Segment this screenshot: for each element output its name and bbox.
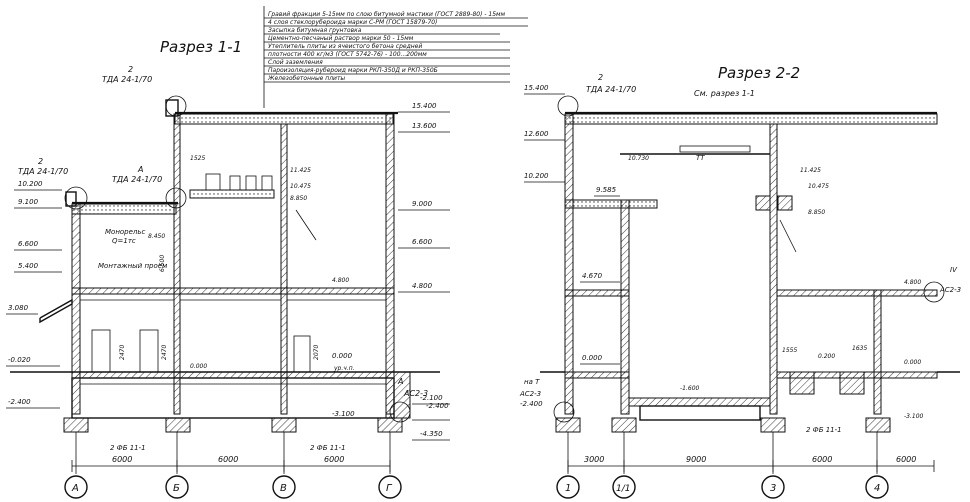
s1-level-right-2: 13.600: [412, 122, 437, 130]
s1-door-2: 2470: [161, 345, 168, 360]
s2-node-right-mark: IV: [950, 266, 958, 274]
s2-level-left-3: 10.200: [524, 172, 549, 180]
s1-level-left-5: 3.080: [8, 304, 29, 312]
s2-level-left-4: 9.585: [596, 186, 617, 194]
roof-layer-6: плотности 400 кг/м3 (ГОСТ 5742-76) - 100…: [268, 51, 427, 58]
s1-door-3: 2070: [313, 345, 320, 360]
s1-node: А: [397, 377, 403, 386]
s2-dim-2: 9000: [686, 455, 706, 464]
s2-axis-3: 3: [770, 483, 776, 494]
s1-opening: Монтажный проем: [98, 262, 168, 270]
s2-footing-1: 2 ФБ 11-1: [806, 426, 842, 434]
roof-layer-3: Засыпка битумная грунтовка: [268, 27, 362, 34]
s1-mark-8450: 8.450: [148, 233, 165, 240]
s1-axis-b: Б: [173, 483, 180, 494]
s1-level-left-1: 10.200: [18, 180, 43, 188]
s2-mark-1555: 1555: [782, 347, 797, 354]
s2-level-left-5: 4.670: [582, 272, 603, 280]
s1-level-left-4: 5.400: [18, 262, 39, 270]
section-2-drawing: [524, 93, 960, 499]
s2-level-right-6: 0.000: [904, 359, 921, 366]
s1-monorail: Монорельс: [105, 228, 146, 236]
s1-dim-2: 6000: [218, 455, 238, 464]
roof-layer-8: Пароизоляция-рубероид марки РКП-350Д и Р…: [268, 67, 438, 74]
s2-dim-4: 6000: [896, 455, 916, 464]
s2-dim-1: 3000: [584, 455, 604, 464]
section-1-drawing: [6, 95, 450, 499]
s2-axis-1-1: 1/1: [616, 484, 630, 494]
s1-level-right-3: 9.000: [412, 200, 433, 208]
s1-level-right-7: -2.100: [420, 394, 443, 402]
s2-node-left-mark: на Т: [524, 378, 540, 386]
s2-level-right-7: -1.600: [680, 385, 700, 392]
s1-roof-note-code: ТДА 24-1/70: [102, 75, 152, 84]
section-1-title: Разрез 1-1: [160, 38, 242, 56]
s2-roof-note-code: ТДА 24-1/70: [586, 85, 636, 94]
s1-door-1: 2470: [119, 345, 126, 360]
s2-dim-3: 6000: [812, 455, 832, 464]
s2-mark-1635: 1635: [852, 345, 867, 352]
s2-level-left-2: 12.600: [524, 130, 549, 138]
s1-mark-0000: 0.000: [190, 363, 207, 370]
s2-level-right-1: 11.425: [800, 167, 821, 174]
s2-node-left-code: АС2-3: [519, 390, 541, 398]
s1-axis-a: А: [71, 483, 79, 494]
s2-level-right-5: 0.200: [818, 353, 835, 360]
s1-mark-11425: 11.425: [290, 167, 311, 174]
s1-footing-1: 2 ФБ 11-1: [110, 444, 146, 452]
s1-axis-v: В: [280, 483, 287, 494]
roof-layer-5: Утеплитель плиты из ячеистого бетона сре…: [268, 43, 422, 50]
s1-mark-floor: ур.ч.п.: [333, 365, 355, 372]
s1-mark-8850: 8.850: [290, 195, 307, 202]
s2-mark-10730: 10.730: [628, 155, 649, 162]
roof-layer-7: Слой заземления: [268, 59, 323, 66]
section-2-title: Разрез 2-2: [718, 64, 800, 82]
s1-mark-10475: 10.475: [290, 183, 311, 190]
s1-level-left-6: -0.020: [8, 356, 31, 364]
s1-level-left-2: 9.100: [18, 198, 39, 206]
s1-level-right-10: -4.350: [420, 430, 443, 438]
s1-monorail-load: Q=1тс: [112, 237, 136, 245]
s1-roof-note-mark: 2: [128, 65, 133, 74]
s1-level-right-9: -3.100: [332, 410, 355, 418]
s2-level-right-4: 4.800: [904, 279, 921, 286]
s1-level-right-6: 0.000: [332, 352, 353, 360]
s2-level-left-7: -2.400: [520, 400, 543, 408]
s1-level-right-8: -2.400: [426, 402, 449, 410]
s1-footing-2: 2 ФБ 11-1: [310, 444, 346, 452]
s1-level-left-7: -2.400: [8, 398, 31, 406]
s1-mid-note-mark: А: [137, 165, 143, 174]
roof-layer-4: Цементно-песчаный раствор марки 50 - 15м…: [268, 35, 414, 42]
s2-roof-ref: См. разрез 1-1: [694, 89, 755, 98]
roof-layer-2: 4 слоя стеклорубероида марки С-РМ (ГОСТ …: [268, 19, 437, 26]
s1-dim-1: 6000: [112, 455, 132, 464]
s1-level-right-5: 4.800: [412, 282, 433, 290]
s2-node-right-code: АС2-3: [939, 286, 961, 294]
s2-level-right-3: 8.850: [808, 209, 825, 216]
s1-level-right-1: 15.400: [412, 102, 437, 110]
s2-roof-note-mark: 2: [598, 73, 603, 82]
s1-level-right-4: 6.600: [412, 238, 433, 246]
s1-dim-3: 6000: [324, 455, 344, 464]
s2-level-left-6: 0.000: [582, 354, 603, 362]
s1-mark-6500: 6.500: [159, 255, 166, 272]
s1-left-note-mark: 2: [38, 157, 43, 166]
s1-axis-g: Г: [386, 483, 393, 494]
s2-crane: ТТ: [696, 154, 705, 162]
roof-layer-callout: Гравий фракции 5-15мм по слою битумной м…: [263, 6, 528, 108]
s1-left-note-code: ТДА 24-1/70: [18, 167, 68, 176]
roof-layer-1: Гравий фракции 5-15мм по слою битумной м…: [268, 11, 506, 18]
s2-axis-4: 4: [874, 483, 880, 494]
s2-axis-1: 1: [565, 483, 571, 494]
s2-level-right-8: -3.100: [904, 413, 924, 420]
s1-mark-4800: 4.800: [332, 277, 349, 284]
s2-level-right-2: 10.475: [808, 183, 829, 190]
s2-level-left-1: 15.400: [524, 84, 549, 92]
s1-mark-1525: 1525: [190, 155, 205, 162]
s1-level-left-3: 6.600: [18, 240, 39, 248]
s1-mid-note-code: ТДА 24-1/70: [112, 175, 162, 184]
roof-layer-9: Железобетонные плиты: [267, 75, 345, 82]
s1-node-code: АС2-3: [403, 389, 428, 398]
